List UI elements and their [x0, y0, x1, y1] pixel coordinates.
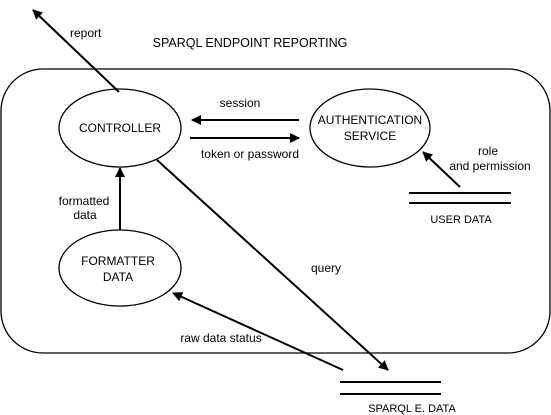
formatter-data-ellipse [58, 229, 182, 307]
edge-formatted-data: formatted data [59, 167, 125, 230]
edge-report-arrow [32, 9, 120, 93]
formatter-data-label-line1: FORMATTER [81, 254, 155, 268]
controller-node[interactable]: CONTROLLER [58, 88, 182, 168]
edge-role-and-permission-arrow [422, 151, 461, 188]
edge-raw-data-status-label: raw data status [180, 331, 261, 345]
edge-formatted-data-label-line1: formatted [59, 194, 110, 208]
edge-session: session [191, 96, 299, 125]
authentication-service-ellipse [309, 88, 431, 168]
edge-raw-data-status-arrow [172, 292, 344, 371]
sparql-data-store-label: SPARQL E. DATA [368, 403, 456, 415]
edge-token-or-password: token or password [190, 133, 300, 161]
edge-query: query [156, 159, 389, 371]
authentication-service-node[interactable]: AUTHENTICATION SERVICE [309, 88, 431, 168]
edge-query-label: query [311, 261, 341, 275]
sparql-data-store[interactable]: SPARQL E. DATA [340, 381, 456, 415]
authentication-service-label-line1: AUTHENTICATION [318, 113, 422, 127]
edge-token-or-password-label: token or password [201, 147, 299, 161]
edge-role-and-permission: role and permission [422, 144, 531, 188]
edge-report-label: report [70, 26, 102, 40]
user-data-store-label: USER DATA [430, 214, 492, 226]
formatter-data-label-line2: DATA [103, 270, 133, 284]
controller-label: CONTROLLER [79, 121, 161, 135]
authentication-service-label-line2: SERVICE [344, 129, 396, 143]
formatter-data-node[interactable]: FORMATTER DATA [58, 229, 182, 307]
edge-raw-data-status: raw data status [172, 292, 344, 371]
edge-session-label: session [220, 96, 261, 110]
user-data-store[interactable]: USER DATA [409, 192, 511, 226]
edge-report: report [32, 9, 120, 93]
diagram-title: SPARQL ENDPOINT REPORTING [153, 36, 348, 50]
edge-query-arrow [156, 159, 389, 371]
edge-role-and-permission-label-line2: and permission [449, 159, 530, 173]
edge-role-and-permission-label-line1: role [478, 144, 498, 158]
edge-formatted-data-label-line2: data [73, 208, 97, 222]
